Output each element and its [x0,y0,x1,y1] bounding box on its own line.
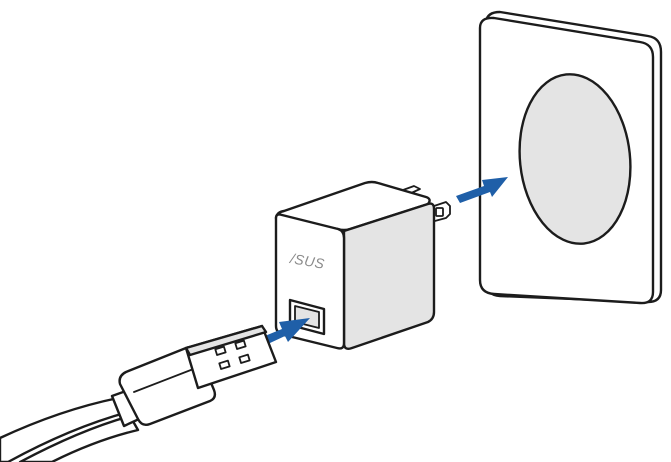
usb-connector-hole-4 [238,353,251,364]
wall-outlet [478,10,663,305]
usb-connector-top [184,324,268,357]
arrow-plug-to-outlet [456,177,508,203]
usb-connector-hole-3 [218,359,231,370]
right-arrow-icon [456,177,508,203]
adapter-prong-hole [435,207,444,217]
usb-cable-wire-lower [18,414,140,462]
wall-socket [518,73,632,245]
power-adapter: /SUS [274,180,451,351]
adapter-brand-logo: /SUS [288,250,326,272]
adapter-side-face [342,202,436,351]
usb-plug-body-edge [133,367,197,393]
usb-connector-hole-2 [234,339,247,350]
usb-connector-hole-1 [214,345,227,356]
usb-cable [0,324,278,462]
